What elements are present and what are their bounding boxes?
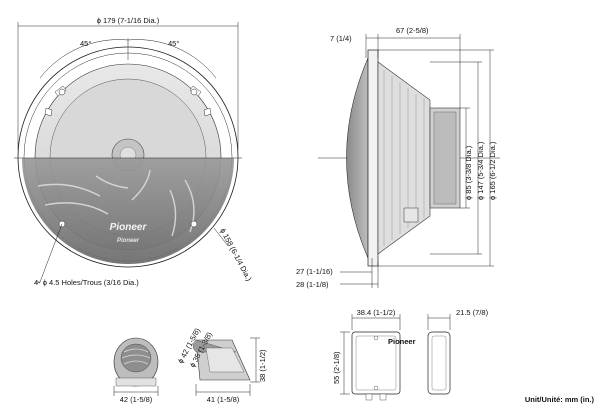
side-d1-label: ϕ 85 (3-3/8 Dia.): [464, 145, 473, 200]
side-d3-label: ϕ 165 (6-1/2 Dia.): [488, 141, 497, 200]
basket-hatch: [383, 70, 425, 246]
crossover-w-label: 38.4 (1-1/2): [357, 308, 396, 317]
side-bottom1-label: 27 (1-1/16): [296, 267, 333, 276]
holes-label: 4- ϕ 4.5 Holes/Trous (3/16 Dia.): [34, 278, 139, 287]
tweeter-h-label: 38 (1-1/2): [258, 349, 267, 382]
side-terminal: [403, 207, 419, 223]
crossover-d-label: 21.5 (7/8): [456, 308, 489, 317]
cutout-diameter-label: ϕ 158 (6-1/4 Dia.): [218, 227, 254, 283]
crossover-h-label: 55 (2-1/8): [332, 351, 341, 384]
tweeter-views: 42 (1-5/8) 41 (1-5/8) 38 (1-1/2) ϕ 42 (1…: [113, 326, 267, 404]
tweeter-w2-label: 41 (1-5/8): [207, 395, 240, 404]
side-basket: [377, 61, 431, 255]
crossover-views: Pioneer 38.4 (1-1/2) 55 (2-1/8) 21.5 (7/…: [332, 308, 594, 404]
side-view: 7 (1/4) 67 (2-5/8) ϕ 85 (3-3/8 Dia.) ϕ 1…: [296, 26, 500, 289]
side-top-small-label: 7 (1/4): [330, 34, 352, 43]
pioneer-logo-small: Pioneer: [117, 238, 140, 244]
crossover-side: [427, 331, 451, 395]
outer-diameter-label: ϕ 179 (7-1/16 Dia.): [97, 16, 160, 25]
side-depth-label: 67 (2-5/8): [396, 26, 429, 35]
angle-arc-left: [39, 39, 129, 79]
angle-arc-right: [127, 39, 217, 79]
angle-label-left: 45°: [80, 39, 91, 48]
crossover-logo: Pioneer: [388, 337, 416, 346]
crossover-front: [351, 331, 401, 395]
grille-lower-half: [22, 158, 234, 264]
side-d2-label: ϕ 147 (5-3/4 Dia.): [476, 141, 485, 200]
front-view: Pioneer Pioneer ϕ 179 (7-1/16 Dia.) 45° …: [14, 16, 254, 287]
side-grille-dome: [346, 57, 369, 259]
side-mounting-flange: [367, 49, 379, 267]
tweeter-w1-label: 42 (1-5/8): [120, 395, 153, 404]
angle-label-right: 45°: [168, 39, 179, 48]
side-bottom2-label: 28 (1-1/8): [296, 280, 329, 289]
pioneer-logo: Pioneer: [110, 222, 148, 233]
units-label: Unit/Unité: mm (in.): [525, 395, 595, 404]
grille-spokes: [37, 169, 195, 237]
